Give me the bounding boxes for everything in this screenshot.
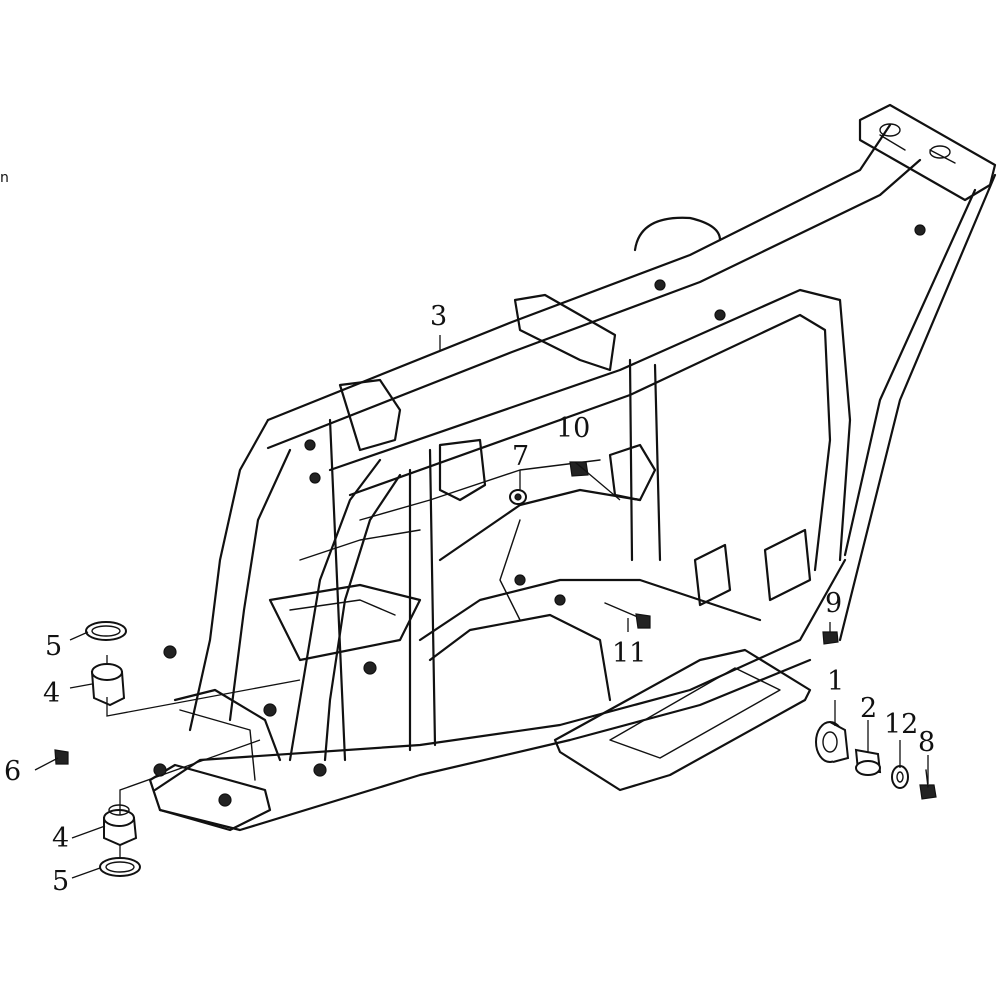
callout-7: 7 (512, 441, 529, 472)
callout-12: 12 (884, 709, 918, 740)
edge-text-fragment: n (0, 170, 9, 186)
main-frame (148, 103, 997, 832)
part-collar-2 (854, 748, 882, 776)
part-lower-ring-5 (99, 857, 141, 877)
callout-1: 1 (827, 666, 844, 697)
callout-3: 3 (430, 301, 447, 332)
callout-2: 2 (860, 693, 877, 724)
part-washer-12 (891, 765, 909, 789)
callout-10: 10 (556, 413, 590, 444)
part-upper-ring-5 (85, 621, 127, 641)
part-lower-damper-4 (103, 804, 138, 847)
leader-lines (34, 335, 929, 879)
callout-labels: 3 10 7 9 11 5 4 1 2 12 8 6 4 5 n (0, 170, 935, 897)
callout-6: 6 (4, 756, 21, 787)
callout-4-lower: 4 (52, 823, 69, 854)
part-bushing-1 (815, 721, 850, 763)
callout-5-lower: 5 (52, 866, 69, 897)
callout-8: 8 (918, 727, 935, 758)
part-bolt-11 (604, 602, 651, 629)
part-bolt-10 (569, 461, 589, 477)
part-upper-damper-4 (90, 663, 126, 707)
callout-9: 9 (825, 588, 842, 619)
part-bolt-9 (822, 631, 839, 645)
callout-11: 11 (612, 638, 646, 669)
part-bolt-8 (919, 769, 937, 800)
callout-5-upper: 5 (45, 631, 62, 662)
part-bolt-6 (54, 749, 69, 765)
callout-4-upper: 4 (43, 678, 60, 709)
part-nut-7 (509, 489, 527, 505)
